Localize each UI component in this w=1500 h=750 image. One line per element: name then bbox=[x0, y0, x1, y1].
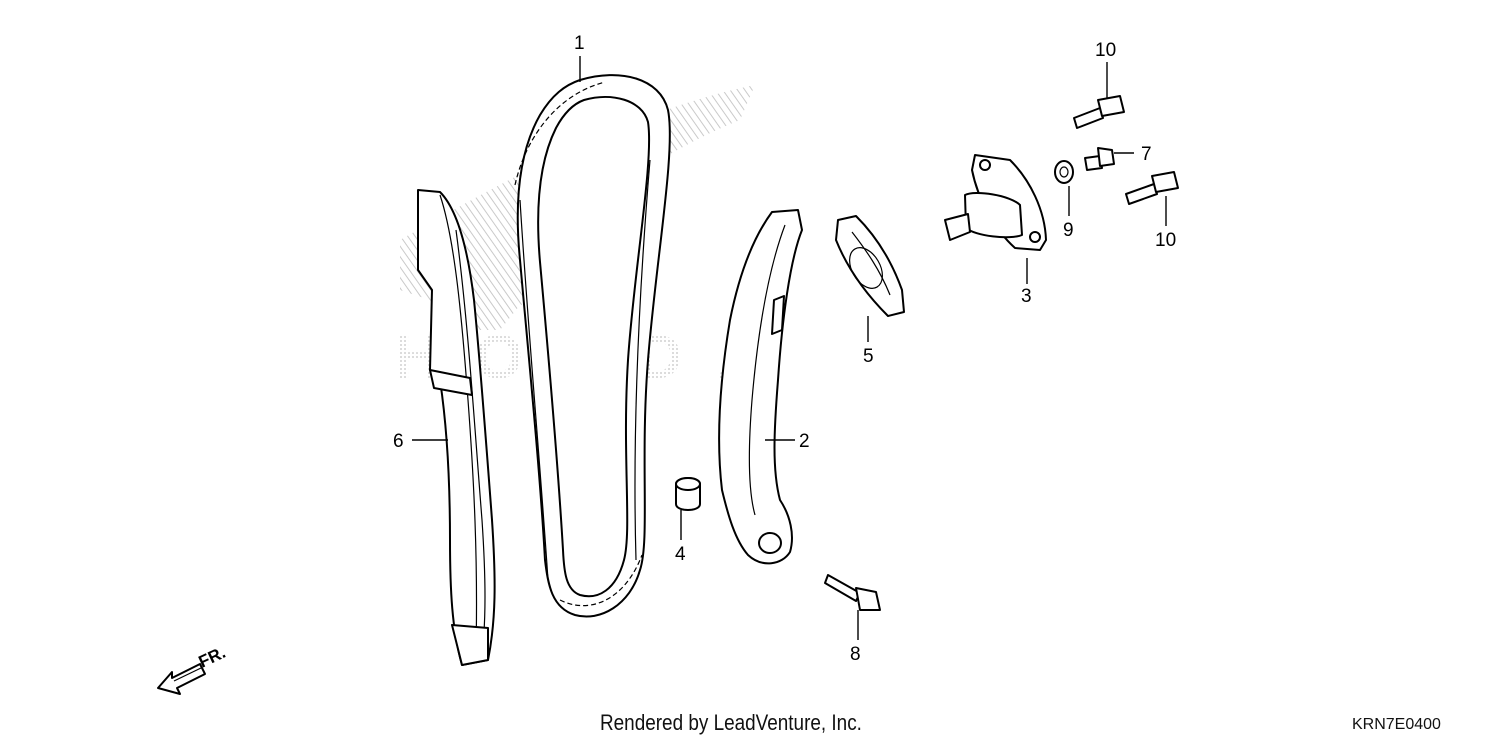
callout-labels: 1 2 3 4 5 6 7 8 9 10 10 bbox=[393, 33, 1176, 665]
callout-3[interactable]: 3 bbox=[1021, 286, 1032, 307]
tensioner-gasket bbox=[835, 215, 905, 317]
chain-tensioner-slipper bbox=[718, 209, 803, 565]
callout-4[interactable]: 4 bbox=[675, 544, 686, 565]
cam-chain-guide bbox=[417, 189, 496, 666]
sealing-bolt bbox=[1084, 147, 1115, 171]
collar bbox=[675, 477, 701, 511]
callout-5[interactable]: 5 bbox=[863, 346, 874, 367]
diagram-code: KRN7E0400 bbox=[1352, 716, 1441, 733]
pivot-bolt bbox=[824, 574, 881, 611]
cam-chain bbox=[514, 74, 671, 618]
callout-1[interactable]: 1 bbox=[574, 33, 585, 54]
callout-2[interactable]: 2 bbox=[799, 431, 810, 452]
flange-bolt-lower bbox=[1125, 171, 1179, 205]
tensioner-lifter bbox=[944, 154, 1047, 251]
callout-6[interactable]: 6 bbox=[393, 431, 404, 452]
callout-10-lower[interactable]: 10 bbox=[1155, 230, 1176, 251]
render-credit: Rendered by LeadVenture, Inc. bbox=[600, 710, 862, 735]
callout-10-upper[interactable]: 10 bbox=[1095, 40, 1116, 61]
callout-8[interactable]: 8 bbox=[850, 644, 861, 665]
leader-lines bbox=[412, 56, 1167, 640]
callout-9[interactable]: 9 bbox=[1063, 220, 1074, 241]
front-arrow-icon bbox=[157, 663, 206, 695]
front-direction-indicator: FR. bbox=[157, 643, 229, 695]
sealing-washer bbox=[1054, 160, 1074, 184]
callout-7[interactable]: 7 bbox=[1141, 144, 1152, 165]
flange-bolt-upper bbox=[1073, 95, 1125, 129]
